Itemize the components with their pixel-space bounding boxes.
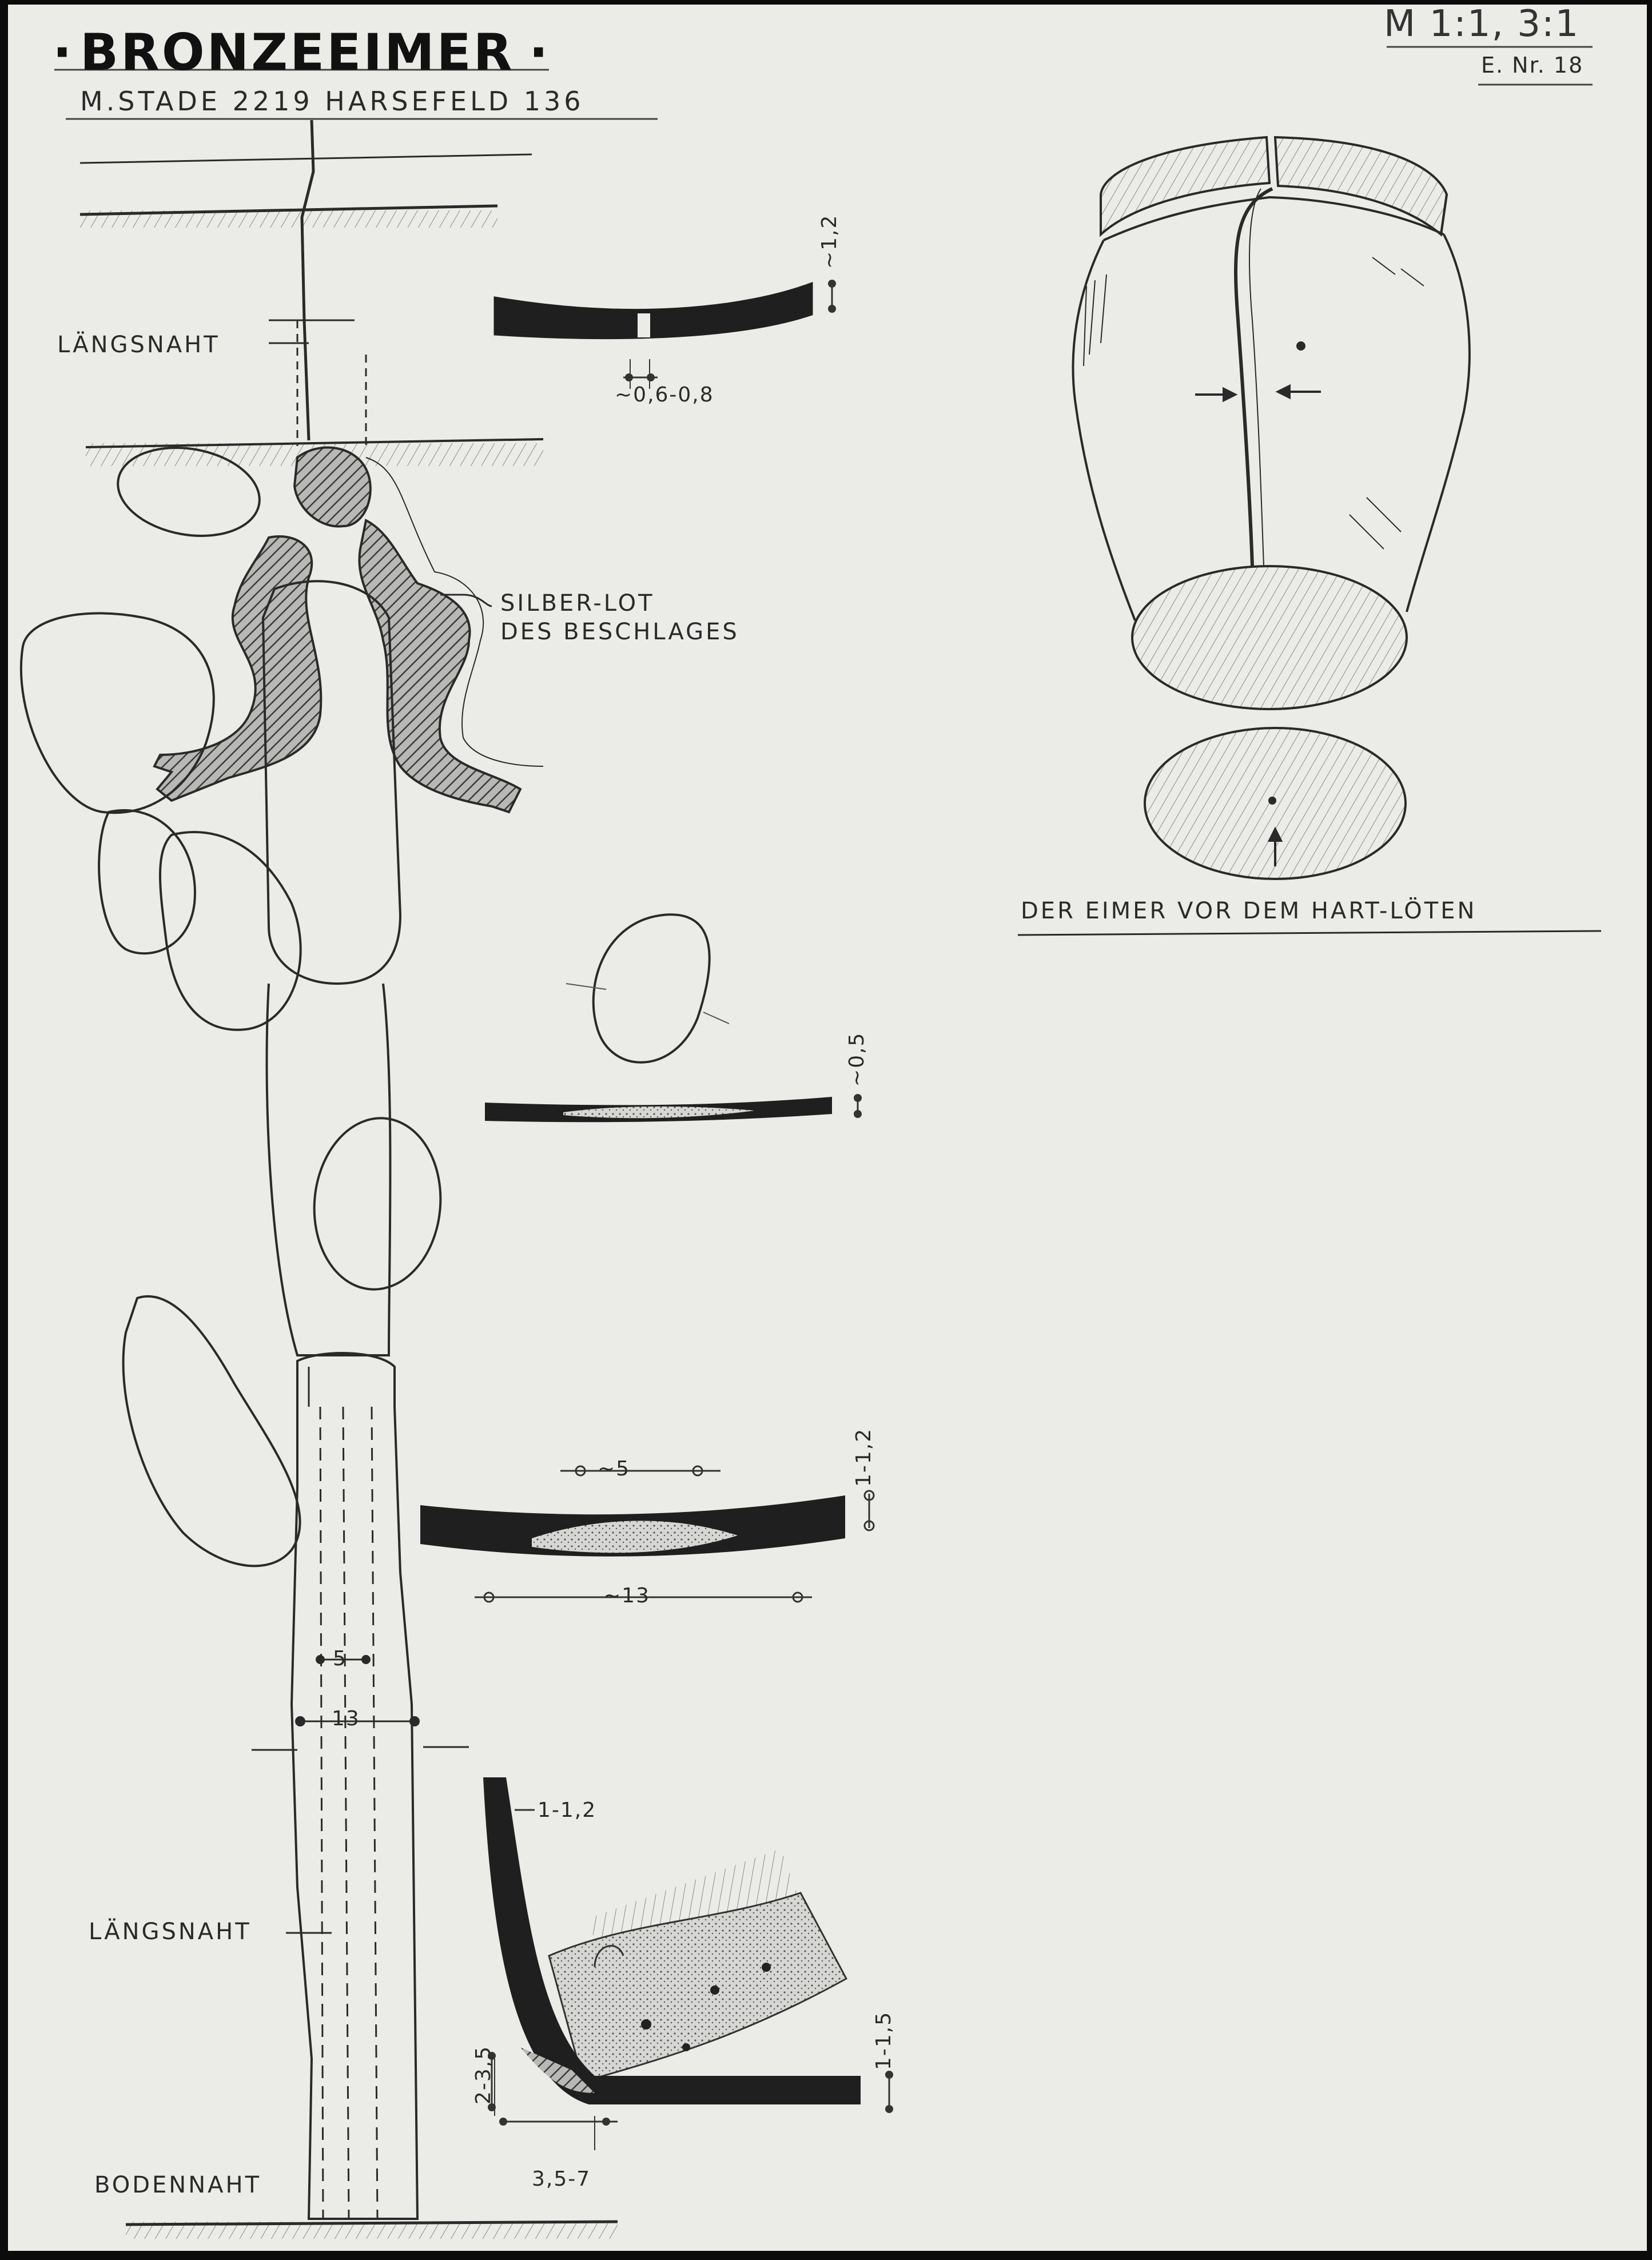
- drawing-subtitle: M.STADE 2219 HARSEFELD 136: [80, 86, 584, 117]
- label-des-beschlages: DES BESCHLAGES: [500, 619, 739, 645]
- dim-sec2-thickness: ~0,5: [845, 1032, 869, 1087]
- dim-sec1-thickness: ~1,2: [818, 214, 841, 269]
- drawing-title: BRONZEEIMER: [80, 23, 515, 82]
- dim-sec1-gap: ~0,6-0,8: [615, 383, 714, 407]
- seam-strip-drawing: [19, 120, 618, 2239]
- section-3: [420, 1465, 875, 1603]
- dim-base-wall: 1-1,2: [538, 1799, 597, 1822]
- dim-sec3-width-small: ~5: [598, 1457, 631, 1481]
- label-silber-lot: SILBER-LOT: [500, 590, 655, 616]
- dim-strip-width-small: 5: [333, 1647, 347, 1670]
- caption-eimer-vor-hartloeten: DER EIMER VOR DEM HART-LÖTEN: [1021, 898, 1477, 924]
- bucket-illustration: [1017, 136, 1602, 936]
- dim-sec3-thickness: 1-1,2: [852, 1427, 875, 1487]
- section-1: [493, 280, 836, 389]
- title-dot-left: ·: [53, 23, 74, 82]
- entry-number: E. Nr. 18: [1481, 53, 1584, 78]
- title-dot-right: ·: [529, 23, 551, 82]
- paper: [8, 5, 1647, 2251]
- dim-base-length: 3,5-7: [532, 2167, 591, 2191]
- label-laengsnaht-top: LÄNGSNAHT: [57, 332, 220, 358]
- base-section: [483, 1777, 893, 2150]
- dim-base-floor: 1-1,5: [872, 2011, 895, 2070]
- dim-sec3-width-large: ~13: [603, 1584, 650, 1608]
- section-2: [485, 913, 862, 1123]
- dim-base-height: 2-3,5: [472, 2045, 495, 2104]
- label-laengsnaht-bottom: LÄNGSNAHT: [89, 1919, 252, 1945]
- dim-strip-width-large: 13: [332, 1707, 360, 1730]
- label-bodennaht: BODENNAHT: [94, 2172, 262, 2198]
- scale-label: M 1:1, 3:1: [1384, 3, 1580, 45]
